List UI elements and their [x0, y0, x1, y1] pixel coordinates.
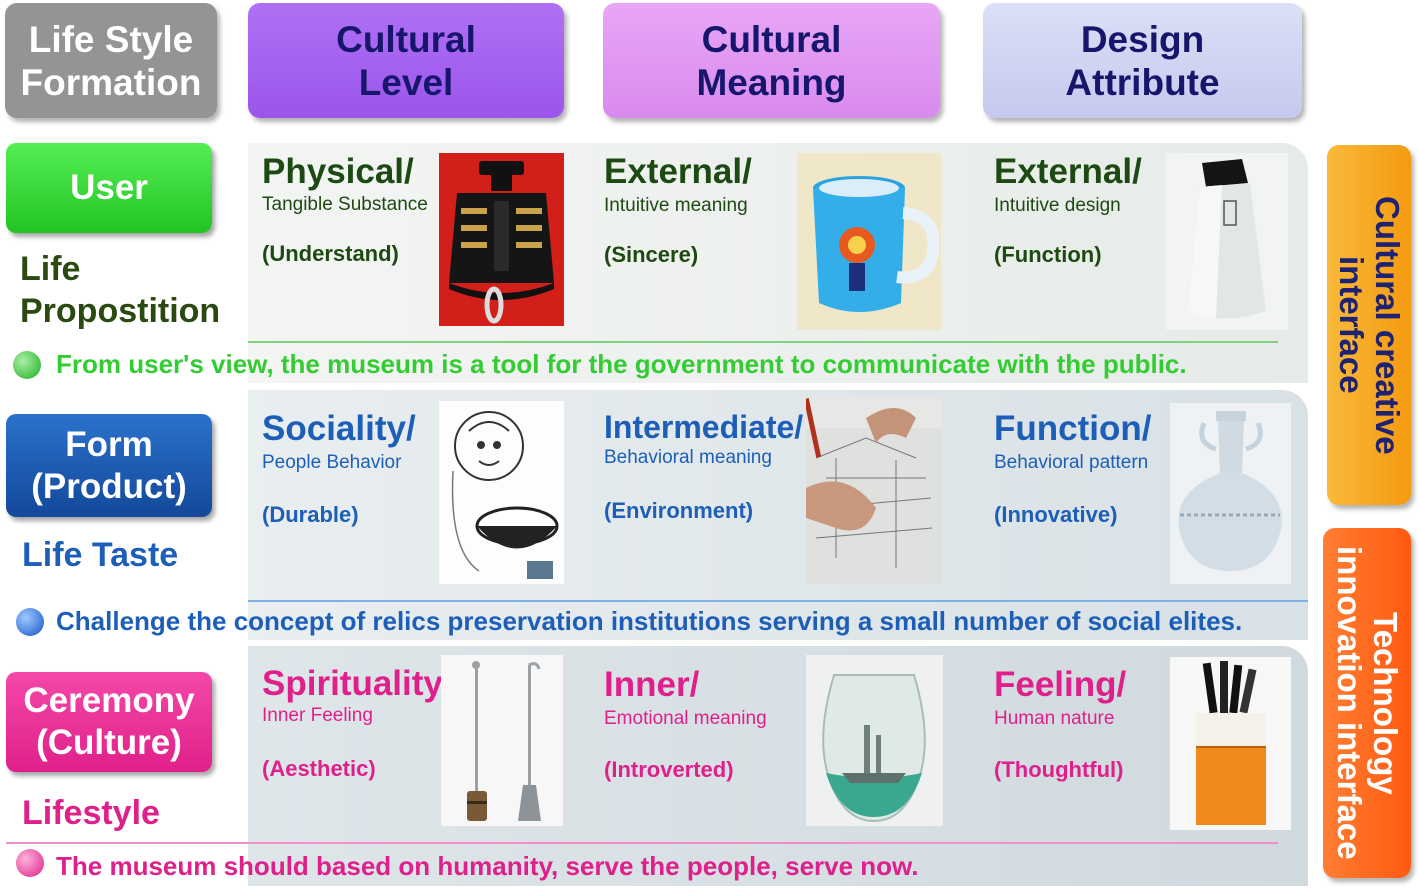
cell-title: Spirituality/ [262, 664, 453, 703]
cell-title: External/ [994, 152, 1142, 191]
cell-value: (Function) [994, 242, 1102, 267]
row-panel-culture [248, 646, 1308, 886]
bottle-image [1166, 153, 1288, 330]
row-panel-product [248, 390, 1308, 640]
cell-value: (Durable) [262, 502, 359, 527]
row-label-culture: Ceremony (Culture) [6, 672, 212, 772]
header-life-style-formation: Life Style Formation [5, 3, 217, 118]
cell-desc: Inner Feeling [262, 705, 373, 726]
drawing-image [806, 398, 942, 584]
green-bullet-icon [13, 351, 41, 379]
row-label-user: User [6, 143, 212, 233]
bell-image [439, 153, 564, 326]
band-statement-user: From user's view, the museum is a tool f… [56, 349, 1187, 379]
side-label-technology-innovation-interface: Technology innovation interface [1323, 528, 1411, 878]
cell-value: (Aesthetic) [262, 756, 376, 781]
cell-title: Intermediate/ [604, 409, 804, 445]
cell-desc: Tangible Substance [262, 194, 428, 215]
vase-image [1170, 403, 1291, 584]
sketch-image [439, 401, 564, 584]
pink-bullet-icon [16, 849, 44, 877]
band-statement-culture: The museum should based on humanity, ser… [56, 851, 919, 881]
cell-title: Physical/ [262, 152, 414, 191]
header-cultural-level: Cultural Level [248, 3, 564, 118]
mug-image [797, 153, 941, 330]
side-label-text: Technology innovation interface [1331, 546, 1404, 860]
row-divider [6, 842, 1278, 844]
cell-value: (Sincere) [604, 242, 699, 267]
header-cultural-meaning: Cultural Meaning [603, 3, 940, 118]
side-label-cultural-creative-interface: Cultural creative interface [1327, 145, 1411, 505]
row-subtitle-lifestyle: Lifestyle [22, 794, 160, 832]
row-divider [248, 341, 1278, 343]
cell-title: Function/ [994, 409, 1152, 448]
cell-title: Sociality/ [262, 409, 416, 448]
cell-desc: Intuitive design [994, 195, 1121, 216]
cell-value: (Innovative) [994, 502, 1118, 527]
row-divider [248, 600, 1308, 602]
glass-image [806, 655, 943, 826]
side-label-text: Cultural creative interface [1333, 195, 1406, 455]
blue-bullet-icon [16, 608, 44, 636]
cell-title: External/ [604, 152, 752, 191]
cell-value: (Thoughtful) [994, 757, 1124, 782]
cell-desc: Intuitive meaning [604, 195, 748, 216]
row-panel-user [248, 143, 1308, 383]
cell-desc: People Behavior [262, 452, 402, 473]
cell-value: (Introverted) [604, 757, 734, 782]
cell-value: (Environment) [604, 498, 754, 523]
cell-title: Inner/ [604, 665, 700, 704]
cell-desc: Behavioral meaning [604, 447, 772, 468]
row-label-product: Form (Product) [6, 414, 212, 517]
cell-title: Feeling/ [994, 665, 1127, 704]
band-statement-product: Challenge the concept of relics preserva… [56, 606, 1243, 636]
rods-image [441, 655, 563, 826]
cell-value: (Understand) [262, 241, 399, 266]
header-design-attribute: Design Attribute [983, 3, 1302, 118]
cell-desc: Behavioral pattern [994, 452, 1149, 473]
row-subtitle-life-proposition: Life Propostition [20, 250, 221, 330]
row-subtitle-life-taste: Life Taste [22, 536, 179, 574]
holder-image [1170, 657, 1291, 830]
cell-desc: Human nature [994, 708, 1115, 729]
cell-desc: Emotional meaning [604, 708, 767, 729]
